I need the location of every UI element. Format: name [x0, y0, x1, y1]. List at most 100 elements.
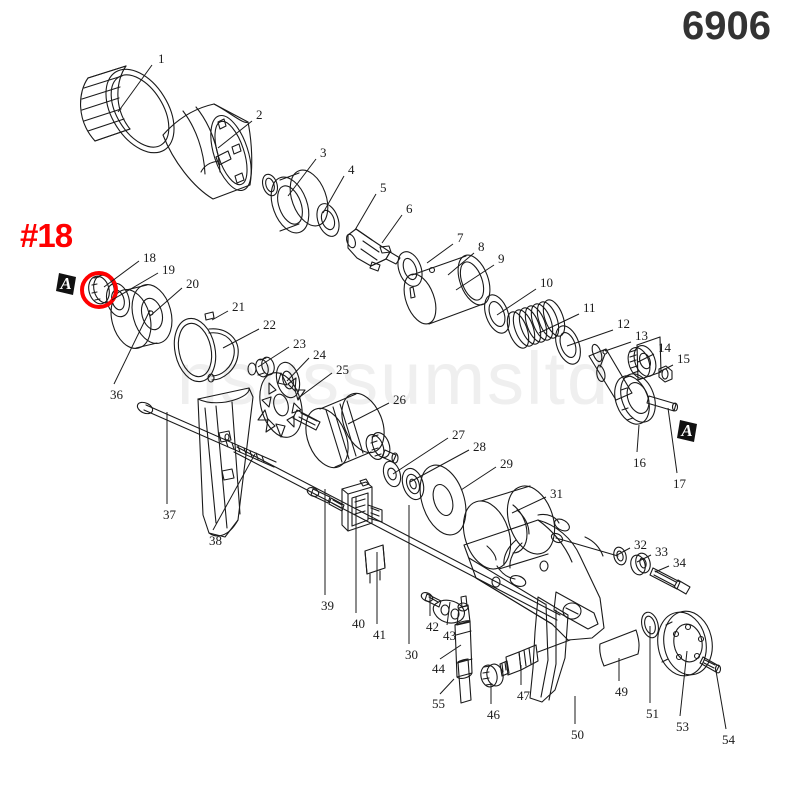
callout-28: 28: [473, 439, 486, 454]
callout-14: 14: [658, 340, 671, 355]
callout-31: 31: [550, 486, 563, 501]
part-37-screw: [136, 401, 277, 468]
callout-41: 41: [373, 627, 386, 642]
part-11-spring: [506, 299, 566, 349]
housing-bolt-line: [550, 532, 619, 557]
callout-20: 20: [186, 276, 199, 291]
callout-8: 8: [478, 239, 485, 254]
section-marker-a-1: A: [55, 272, 77, 296]
part-39-screw: [306, 487, 345, 512]
part-49-plate: [599, 629, 640, 667]
highlight-label: #18: [20, 217, 73, 254]
callout-37: 37: [163, 507, 176, 522]
part-6-spindle: [345, 228, 401, 272]
part-34-bolt: [649, 567, 691, 595]
callout-43: 43: [443, 628, 456, 643]
callout-5: 5: [380, 180, 387, 195]
highlight-circle-part-18: [80, 271, 118, 309]
part-33-bushing: [630, 552, 651, 576]
part-26-armature: [305, 392, 399, 469]
callout-42: 42: [426, 619, 439, 634]
callout-34: 34: [673, 555, 686, 570]
callout-55: 55: [432, 696, 445, 711]
part-4-sleeve: [270, 169, 329, 234]
part-7-washer: [397, 251, 423, 287]
callout-50: 50: [571, 727, 584, 742]
fitting-leader: [537, 639, 571, 653]
callout-15: 15: [677, 351, 690, 366]
part-50-handle: [529, 596, 569, 703]
part-55-pin: [457, 658, 472, 704]
callout-26: 26: [393, 392, 406, 407]
callout-38: 38: [209, 533, 222, 548]
callout-53: 53: [676, 719, 689, 734]
callout-47: 47: [517, 688, 530, 703]
model-number-title: 6906: [682, 4, 771, 48]
part-15-nut: [658, 365, 673, 383]
section-marker-letter: A: [60, 274, 72, 293]
part-12-ring: [555, 325, 581, 365]
callout-24: 24: [313, 347, 326, 362]
part-2-housing: [162, 103, 253, 200]
part-53-flange: [657, 610, 713, 677]
part-16-hub: [614, 373, 656, 425]
callout-51: 51: [646, 706, 659, 721]
part-44-cylinder: [454, 595, 473, 679]
part-17-pin: [646, 395, 679, 412]
part-30-rod: [233, 446, 561, 621]
part-51-oring: [641, 611, 659, 639]
section-marker-a-2: A: [676, 419, 698, 443]
callout-27: 27: [452, 427, 465, 442]
part-22-retaining-ring: [173, 317, 217, 383]
part-25-fan: [257, 372, 321, 438]
callout-16: 16: [633, 455, 646, 470]
callout-33: 33: [655, 544, 668, 559]
callout-22: 22: [263, 317, 276, 332]
callout-7: 7: [457, 230, 464, 245]
callout-4: 4: [348, 162, 355, 177]
part-23-collar: [255, 356, 275, 378]
callout-23: 23: [293, 336, 306, 351]
tool-housing: [463, 519, 605, 641]
callout-10: 10: [540, 275, 553, 290]
callout-11: 11: [583, 300, 596, 315]
callout-29: 29: [500, 456, 513, 471]
part-46-plug: [480, 663, 504, 688]
shaft-assembly: [588, 343, 633, 401]
callout-21: 21: [232, 299, 245, 314]
part-27-washer: [382, 460, 402, 488]
callout-1: 1: [158, 51, 165, 66]
part-1-cap: [79, 65, 175, 154]
part-31-field: [462, 485, 570, 587]
callout-30: 30: [405, 647, 418, 662]
part-3-ring: [261, 173, 279, 197]
section-marker-letter: A: [681, 421, 693, 440]
callout-6: 6: [406, 201, 413, 216]
part-21-pin: [204, 311, 215, 321]
part-28-bearing: [401, 467, 425, 501]
part-41-boot: [364, 544, 386, 584]
callout-2: 2: [256, 107, 263, 122]
callout-19: 19: [162, 262, 175, 277]
part-40-switch: [341, 478, 383, 532]
callout-3: 3: [320, 145, 327, 160]
callout-40: 40: [352, 616, 365, 631]
callout-36: 36: [110, 387, 123, 402]
callout-17: 17: [673, 476, 686, 491]
part-29-plate: [419, 464, 467, 536]
part-32-washer: [613, 546, 627, 566]
callout-25: 25: [336, 362, 349, 377]
callout-46: 46: [487, 707, 500, 722]
callout-54: 54: [722, 732, 735, 747]
callout-32: 32: [634, 537, 647, 552]
callout-9: 9: [498, 251, 505, 266]
callout-44: 44: [432, 661, 445, 676]
callout-12: 12: [617, 316, 630, 331]
callout-18: 18: [143, 250, 156, 265]
callout-49: 49: [615, 684, 628, 699]
part-42-screw: [420, 592, 442, 608]
callout-13: 13: [635, 328, 648, 343]
part-38-bracket: [197, 387, 254, 538]
